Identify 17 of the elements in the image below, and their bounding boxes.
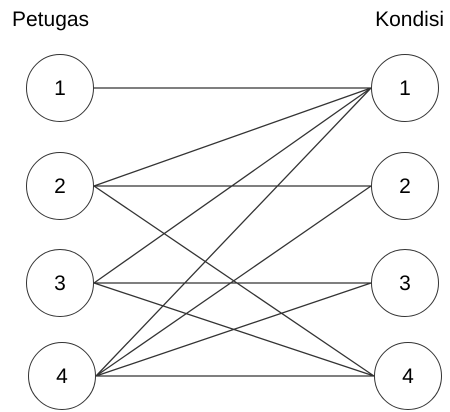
connector-line — [96, 88, 372, 376]
connector-line — [94, 87, 372, 284]
node-number: 1 — [399, 78, 411, 98]
column-heading: Petugas — [12, 7, 90, 33]
node-number: 4 — [402, 366, 414, 386]
column-heading: Kondisi — [375, 7, 444, 33]
node-number: 3 — [399, 272, 411, 294]
connector-line — [94, 185, 371, 187]
node-number: 1 — [54, 78, 66, 98]
node-number: 3 — [54, 272, 66, 294]
node-number: 2 — [54, 176, 66, 196]
connector-line — [94, 282, 371, 284]
connector-line — [96, 375, 374, 377]
node-number: 4 — [56, 366, 68, 386]
connector-line — [94, 87, 372, 187]
connector-line — [94, 87, 371, 89]
node-number: 2 — [399, 176, 411, 196]
